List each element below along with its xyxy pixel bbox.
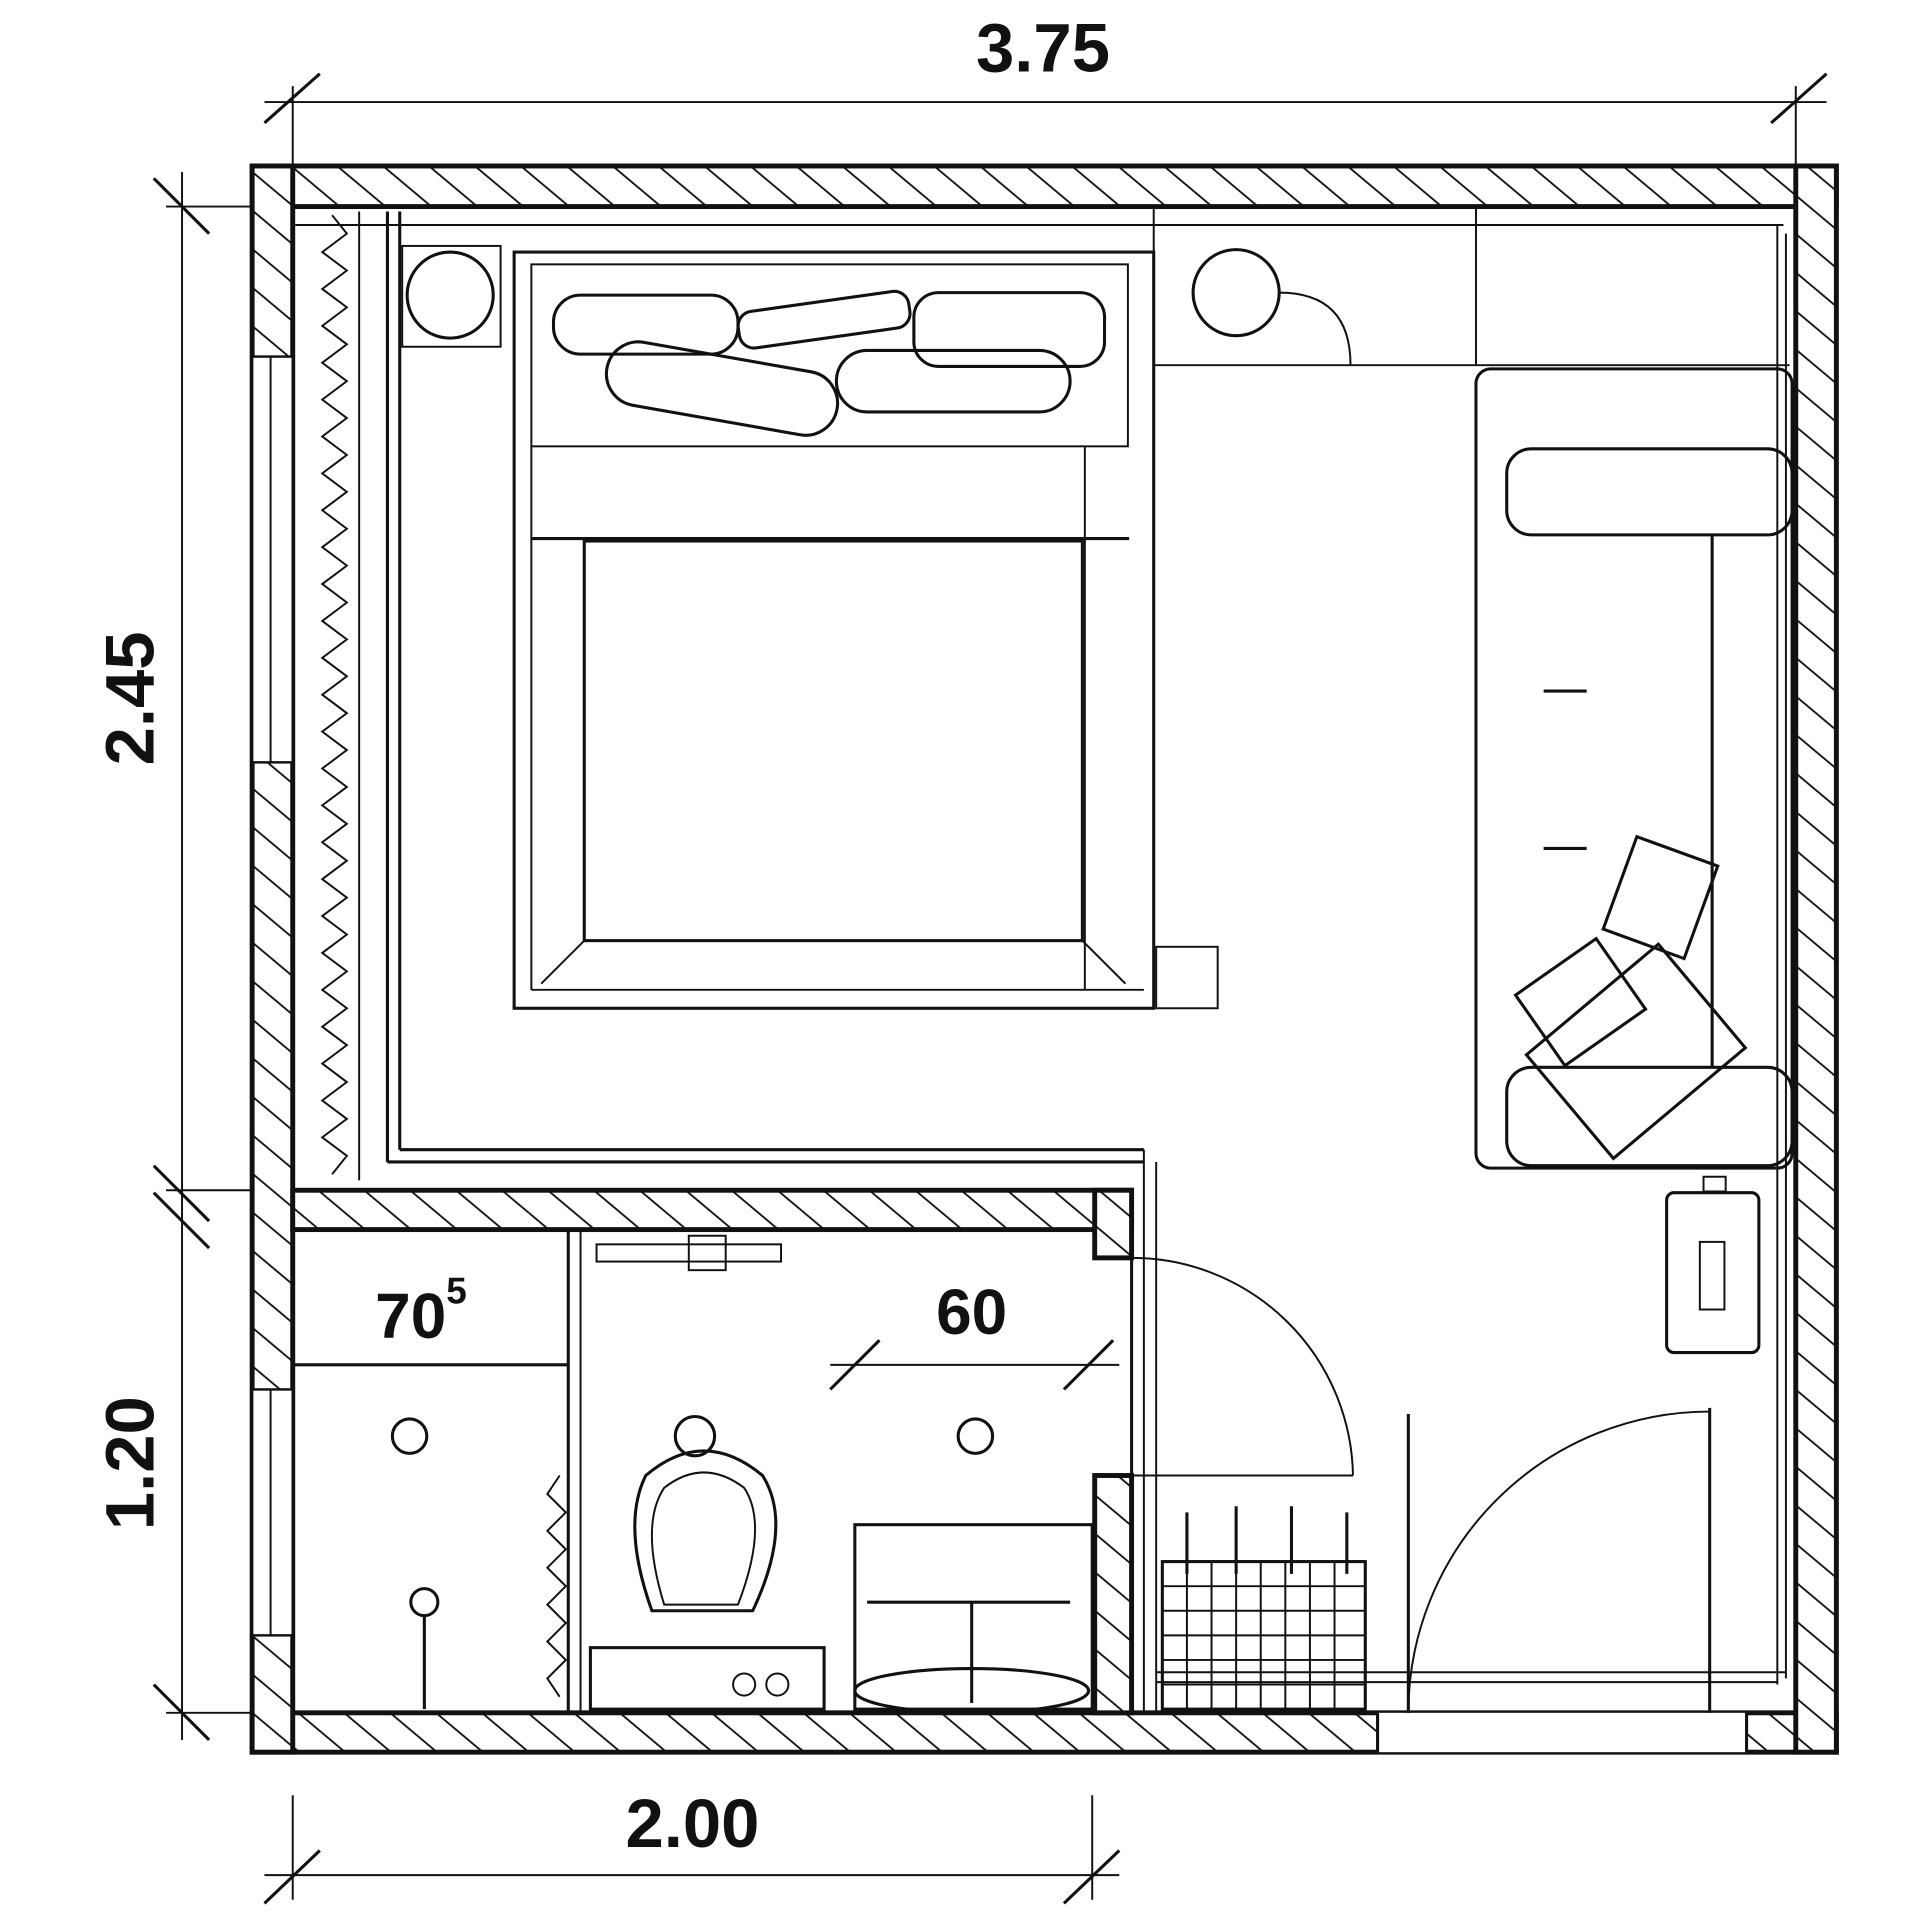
pillows	[551, 289, 1107, 437]
exterior-walls	[249, 163, 1839, 1755]
toilet	[588, 1414, 826, 1711]
dim-bottom-width: 2.00	[625, 1785, 759, 1862]
dim-shower-width-value: 70	[375, 1280, 446, 1352]
vanity-sink	[853, 1417, 1094, 1715]
dim-vanity-width: 60	[936, 1276, 1007, 1348]
double-bed	[512, 250, 1219, 1010]
dim-shower-width: 705	[375, 1270, 467, 1351]
side-table	[1665, 1175, 1761, 1355]
nightstand-left	[401, 244, 502, 348]
bathroom-door	[1130, 1256, 1354, 1477]
dim-left-upper-height: 2.45	[92, 631, 169, 765]
curtain	[320, 211, 1158, 1713]
shower	[292, 1229, 582, 1713]
dimension-lines	[152, 72, 1828, 1905]
wall-shelf	[295, 206, 1790, 1685]
towel-rail	[595, 1234, 783, 1272]
entrance-door	[1406, 1407, 1712, 1713]
shoe-rack	[1160, 1506, 1367, 1711]
sofa	[1474, 367, 1794, 1170]
bathroom-walls	[290, 1187, 1135, 1716]
nightstand-right	[1191, 248, 1352, 366]
dim-top-width: 3.75	[976, 9, 1110, 86]
dim-shower-width-superscript: 5	[446, 1270, 467, 1311]
dim-left-lower-height: 1.20	[92, 1396, 169, 1530]
